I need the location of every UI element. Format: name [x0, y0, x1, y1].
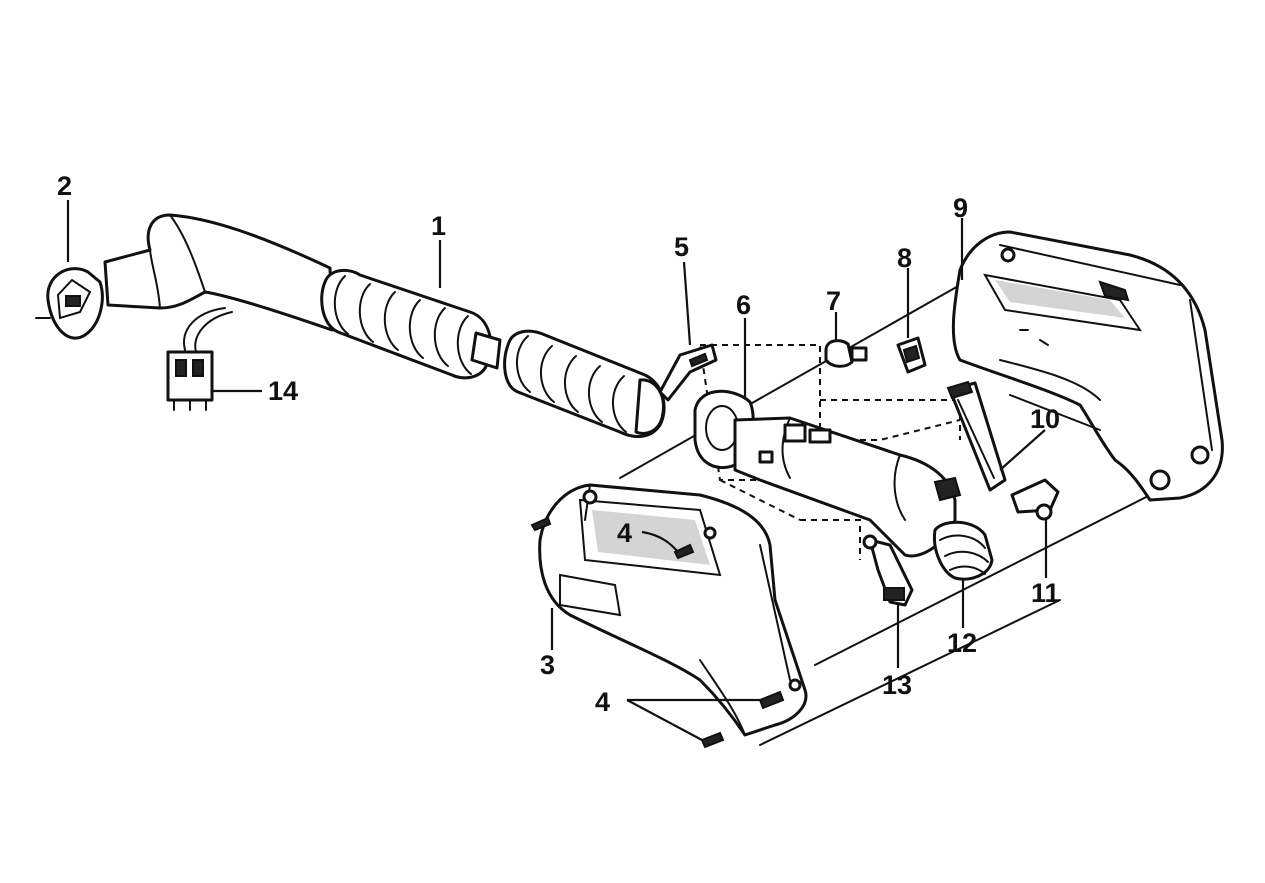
part-13-lever — [862, 534, 914, 607]
part-8-bracket — [896, 336, 927, 374]
callout-4-lower: 4 — [595, 687, 611, 717]
callout-7: 7 — [826, 286, 842, 316]
callout-6: 6 — [736, 290, 752, 320]
callout-4-upper: 4 — [617, 518, 633, 548]
callout-3: 3 — [540, 650, 556, 680]
callout-9: 9 — [953, 193, 969, 223]
part-12-nozzle — [932, 520, 994, 581]
callout-8: 8 — [897, 243, 913, 273]
part-14-switch — [166, 307, 233, 411]
part-1-hose — [103, 213, 666, 438]
part-11-latch — [1010, 478, 1060, 521]
part-4-screws — [530, 516, 785, 749]
part-2-end-cap — [35, 267, 104, 340]
part-3-housing-lower — [538, 483, 808, 737]
assembly-frame-lines — [619, 284, 1161, 746]
callout-13: 13 — [882, 670, 913, 700]
leader-lines — [66, 200, 1048, 741]
part-5-clip — [658, 343, 718, 402]
inner-duct — [733, 416, 962, 558]
callout-1: 1 — [431, 211, 447, 241]
callout-5: 5 — [674, 232, 690, 262]
callout-11: 11 — [1031, 578, 1060, 608]
callout-12: 12 — [947, 628, 978, 658]
callout-14: 14 — [268, 376, 299, 406]
part-10-strip — [946, 380, 1007, 492]
part-9-housing-upper — [951, 230, 1224, 502]
callout-2: 2 — [57, 171, 73, 201]
part-7-bulb — [824, 339, 868, 368]
callout-10: 10 — [1030, 404, 1061, 434]
